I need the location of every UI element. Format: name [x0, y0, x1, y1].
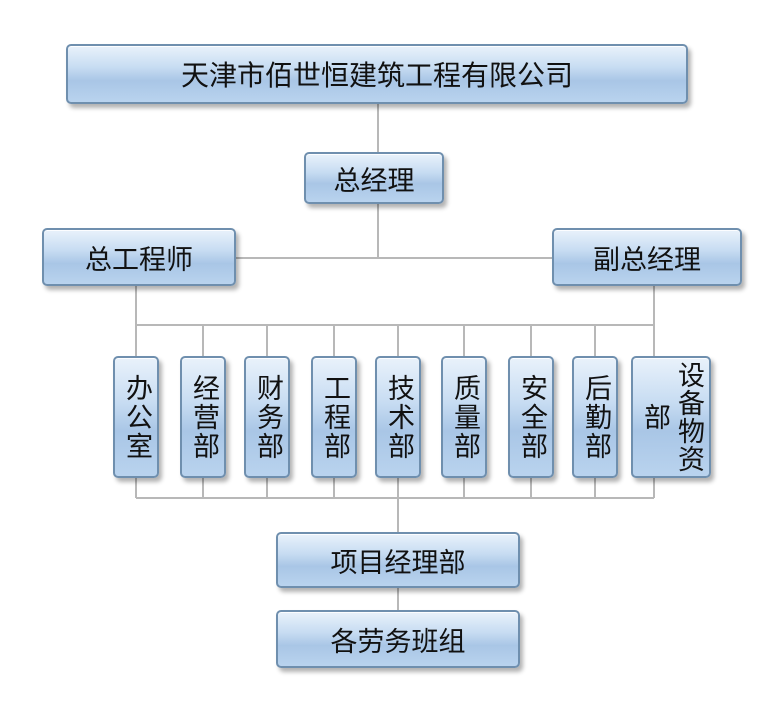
company-label: 天津市佰世恒建筑工程有限公司	[180, 59, 573, 92]
department-technical: 技术部	[375, 356, 421, 478]
general-manager-box: 总经理	[304, 152, 444, 204]
project-dept-label: 项目经理部	[330, 547, 466, 579]
department-label: 财务部	[252, 373, 283, 461]
department-label: 安全部	[516, 373, 547, 461]
department-label: 经营部	[188, 373, 219, 461]
labor-teams-label: 各劳务班组	[330, 626, 466, 658]
department-label: 设备物资部	[639, 361, 704, 473]
chief-engineer-label: 总工程师	[85, 244, 193, 276]
department-business: 经营部	[180, 356, 226, 478]
chief-engineer-box: 总工程师	[42, 228, 236, 286]
labor-teams-box: 各劳务班组	[276, 610, 520, 668]
department-logistics: 后勤部	[572, 356, 618, 478]
department-label: 后勤部	[580, 373, 611, 461]
department-finance: 财务部	[244, 356, 290, 478]
general-manager-label: 总经理	[333, 165, 415, 197]
department-label: 质量部	[449, 373, 480, 461]
department-equipment-materials: 设备物资部	[631, 356, 711, 478]
department-label: 工程部	[319, 373, 350, 461]
department-quality: 质量部	[441, 356, 487, 478]
department-engineering: 工程部	[311, 356, 357, 478]
department-label: 技术部	[383, 373, 414, 461]
department-office: 办公室	[113, 356, 159, 478]
project-dept-box: 项目经理部	[276, 532, 520, 588]
department-label: 办公室	[121, 373, 152, 461]
company-box: 天津市佰世恒建筑工程有限公司	[66, 44, 688, 104]
deputy-gm-box: 副总经理	[552, 228, 742, 286]
department-safety: 安全部	[508, 356, 554, 478]
deputy-gm-label: 副总经理	[593, 244, 701, 276]
